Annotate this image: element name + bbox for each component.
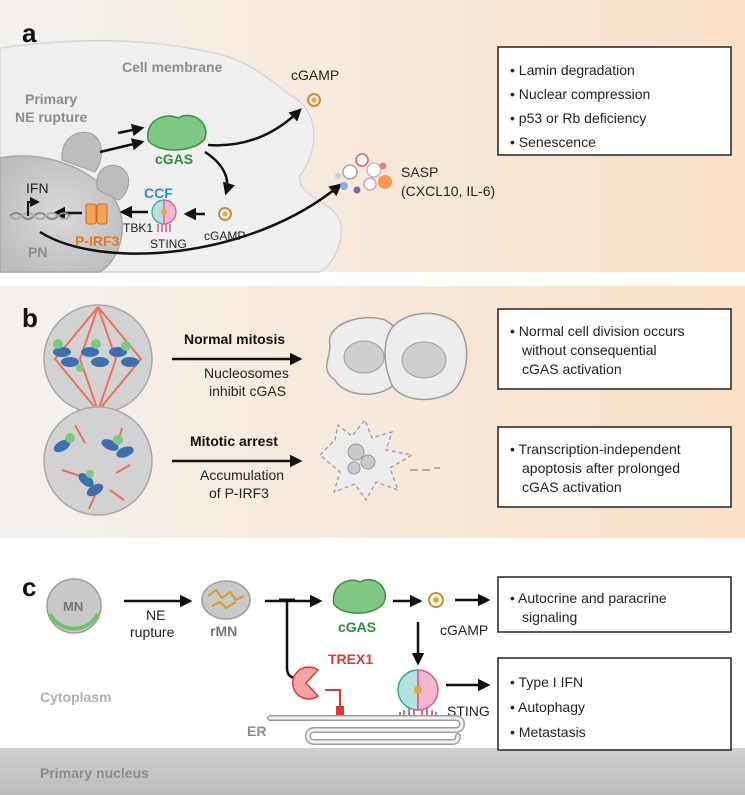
sasp-label-2: (CXCL10, IL-6) [401, 183, 495, 199]
list-item: • Nuclear compression [510, 86, 650, 102]
trex1-label: TREX1 [328, 651, 373, 667]
signaling-box-line-1: • Autocrine and paracrine [510, 590, 667, 606]
cgas-c-icon [332, 579, 387, 614]
normal-mitosis-box [497, 308, 732, 390]
normal-mitosis-sub-2: inhibit cGAS [209, 383, 286, 399]
normal-mitosis-title: Normal mitosis [184, 331, 285, 347]
er-label: ER [247, 723, 266, 739]
trex1-icon [291, 666, 344, 720]
mitotic-arrest-box-line-1: • Transcription-independent [510, 441, 681, 457]
ccf-label: CCF [144, 185, 173, 201]
dna-strand-icon [9, 212, 71, 220]
list-item: • Lamin degradation [510, 62, 635, 78]
ruptured-micronucleus-icon [201, 580, 251, 620]
sting-icon [151, 199, 177, 232]
tbk1-label: TBK1 [123, 221, 153, 235]
daughter-cells-icon [326, 312, 468, 401]
primary-nucleus-band [0, 748, 745, 795]
micronucleus-icon [46, 578, 102, 634]
mitotic-arrest-cell-icon [43, 406, 153, 516]
panel-c: c Primary nucleus Cytoplasm MN NE ruptur… [0, 572, 745, 795]
cell-membrane-label: Cell membrane [122, 59, 223, 75]
panel-b: b Normal mitosis Nucleosomes inhibit cGA… [0, 286, 745, 538]
cgamp-bottom-label: cGAMP [204, 229, 245, 243]
arrow-cgas-down [204, 150, 235, 196]
apoptotic-cell-icon [319, 418, 440, 502]
normal-mitosis-box-line-2: without consequential [521, 342, 657, 358]
sasp-cluster-icon [335, 153, 392, 194]
cytoplasm-label: Cytoplasm [40, 689, 112, 705]
trex1-inhibition-line [285, 600, 300, 680]
ne-bleb-1 [61, 131, 102, 173]
cgamp-top-label: cGAMP [291, 67, 339, 83]
list-item: • Senescence [510, 134, 596, 150]
ne-rupture-label-1: NE [146, 607, 165, 623]
list-item: • p53 or Rb deficiency [510, 110, 646, 126]
ne-rupture-label-2: rupture [130, 624, 175, 640]
panel-b-letter: b [22, 303, 38, 333]
mitotic-arrest-sub-2: of P-IRF3 [209, 485, 269, 501]
sting-outputs-box [497, 657, 732, 751]
ne-bleb-2 [96, 164, 130, 201]
list-item: • Type I IFN [510, 674, 583, 690]
normal-mitosis-cell-icon [43, 304, 153, 414]
cgas-icon [147, 114, 207, 151]
rmn-label: rMN [210, 623, 237, 639]
normal-mitosis-sub-1: Nucleosomes [204, 365, 289, 381]
p-irf3-icon [85, 203, 108, 225]
sting-c-icon [397, 669, 439, 720]
sting-label: STING [150, 237, 187, 251]
transcription-arrow-icon [27, 197, 40, 216]
cgamp-bottom-icon [218, 207, 232, 221]
endoplasmic-reticulum-icon [267, 715, 466, 745]
pn-label: PN [28, 244, 47, 260]
primary-ne-rupture-line-2: NE rupture [15, 109, 88, 125]
list-item: • Metastasis [510, 724, 586, 740]
cgamp-c-icon [428, 592, 444, 608]
normal-mitosis-box-line-1: • Normal cell division occurs [510, 323, 685, 339]
normal-mitosis-box-line-3: cGAS activation [522, 361, 622, 377]
signaling-box [497, 576, 732, 633]
panel-a-letter: a [22, 18, 37, 48]
arrow-to-sasp [39, 183, 342, 255]
mn-label: MN [63, 599, 83, 614]
p-irf3-label: P-IRF3 [75, 233, 120, 249]
list-item: • Autophagy [510, 699, 585, 715]
panel-a: a Cell membrane Primary NE rupture cGAS … [0, 0, 745, 273]
arrow-cgas-to-cgamp-out [207, 108, 302, 147]
cgamp-c-label: cGAMP [440, 622, 488, 638]
cgas-c-label: cGAS [338, 619, 376, 635]
ifn-label: IFN [26, 180, 49, 196]
primary-ne-rupture-line-1: Primary [25, 91, 77, 107]
cgamp-top-icon [307, 93, 321, 107]
panel-a-causes-list: • Lamin degradation • Nuclear compressio… [510, 62, 650, 150]
primary-nucleus-label: Primary nucleus [40, 765, 149, 781]
sting-c-label: STING [447, 703, 490, 719]
signaling-box-line-2: signaling [522, 609, 577, 625]
panel-c-letter: c [22, 572, 36, 602]
mitotic-arrest-box-line-3: cGAS activation [522, 479, 622, 495]
panel-a-causes-box [497, 46, 732, 156]
arrow-rupture-to-cgas-1 [117, 123, 145, 137]
sasp-label-1: SASP [401, 164, 438, 180]
arrow-rupture-to-cgas-2 [99, 138, 145, 154]
cgas-label: cGAS [155, 151, 193, 167]
dna-strand-icon-2 [9, 212, 71, 220]
mitotic-arrest-title: Mitotic arrest [190, 433, 278, 449]
mitotic-arrest-sub-1: Accumulation [200, 467, 284, 483]
mitotic-arrest-box-line-2: apoptosis after prolonged [522, 460, 680, 476]
mitotic-arrest-box [497, 426, 732, 508]
